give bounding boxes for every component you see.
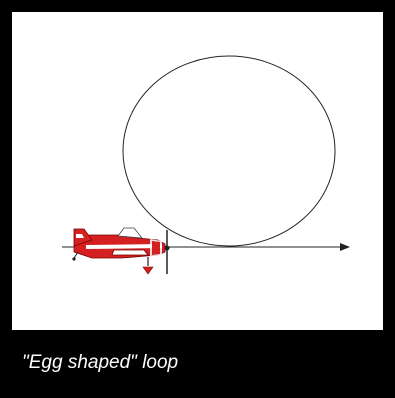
aerobatic-plane-icon: [72, 228, 169, 274]
flight-path-arrow-icon: [340, 243, 350, 251]
egg-loop-path: [123, 56, 335, 246]
loop-diagram: [12, 12, 383, 330]
diagram-panel: [12, 12, 383, 330]
diagram-caption: "Egg shaped" loop: [22, 352, 178, 374]
